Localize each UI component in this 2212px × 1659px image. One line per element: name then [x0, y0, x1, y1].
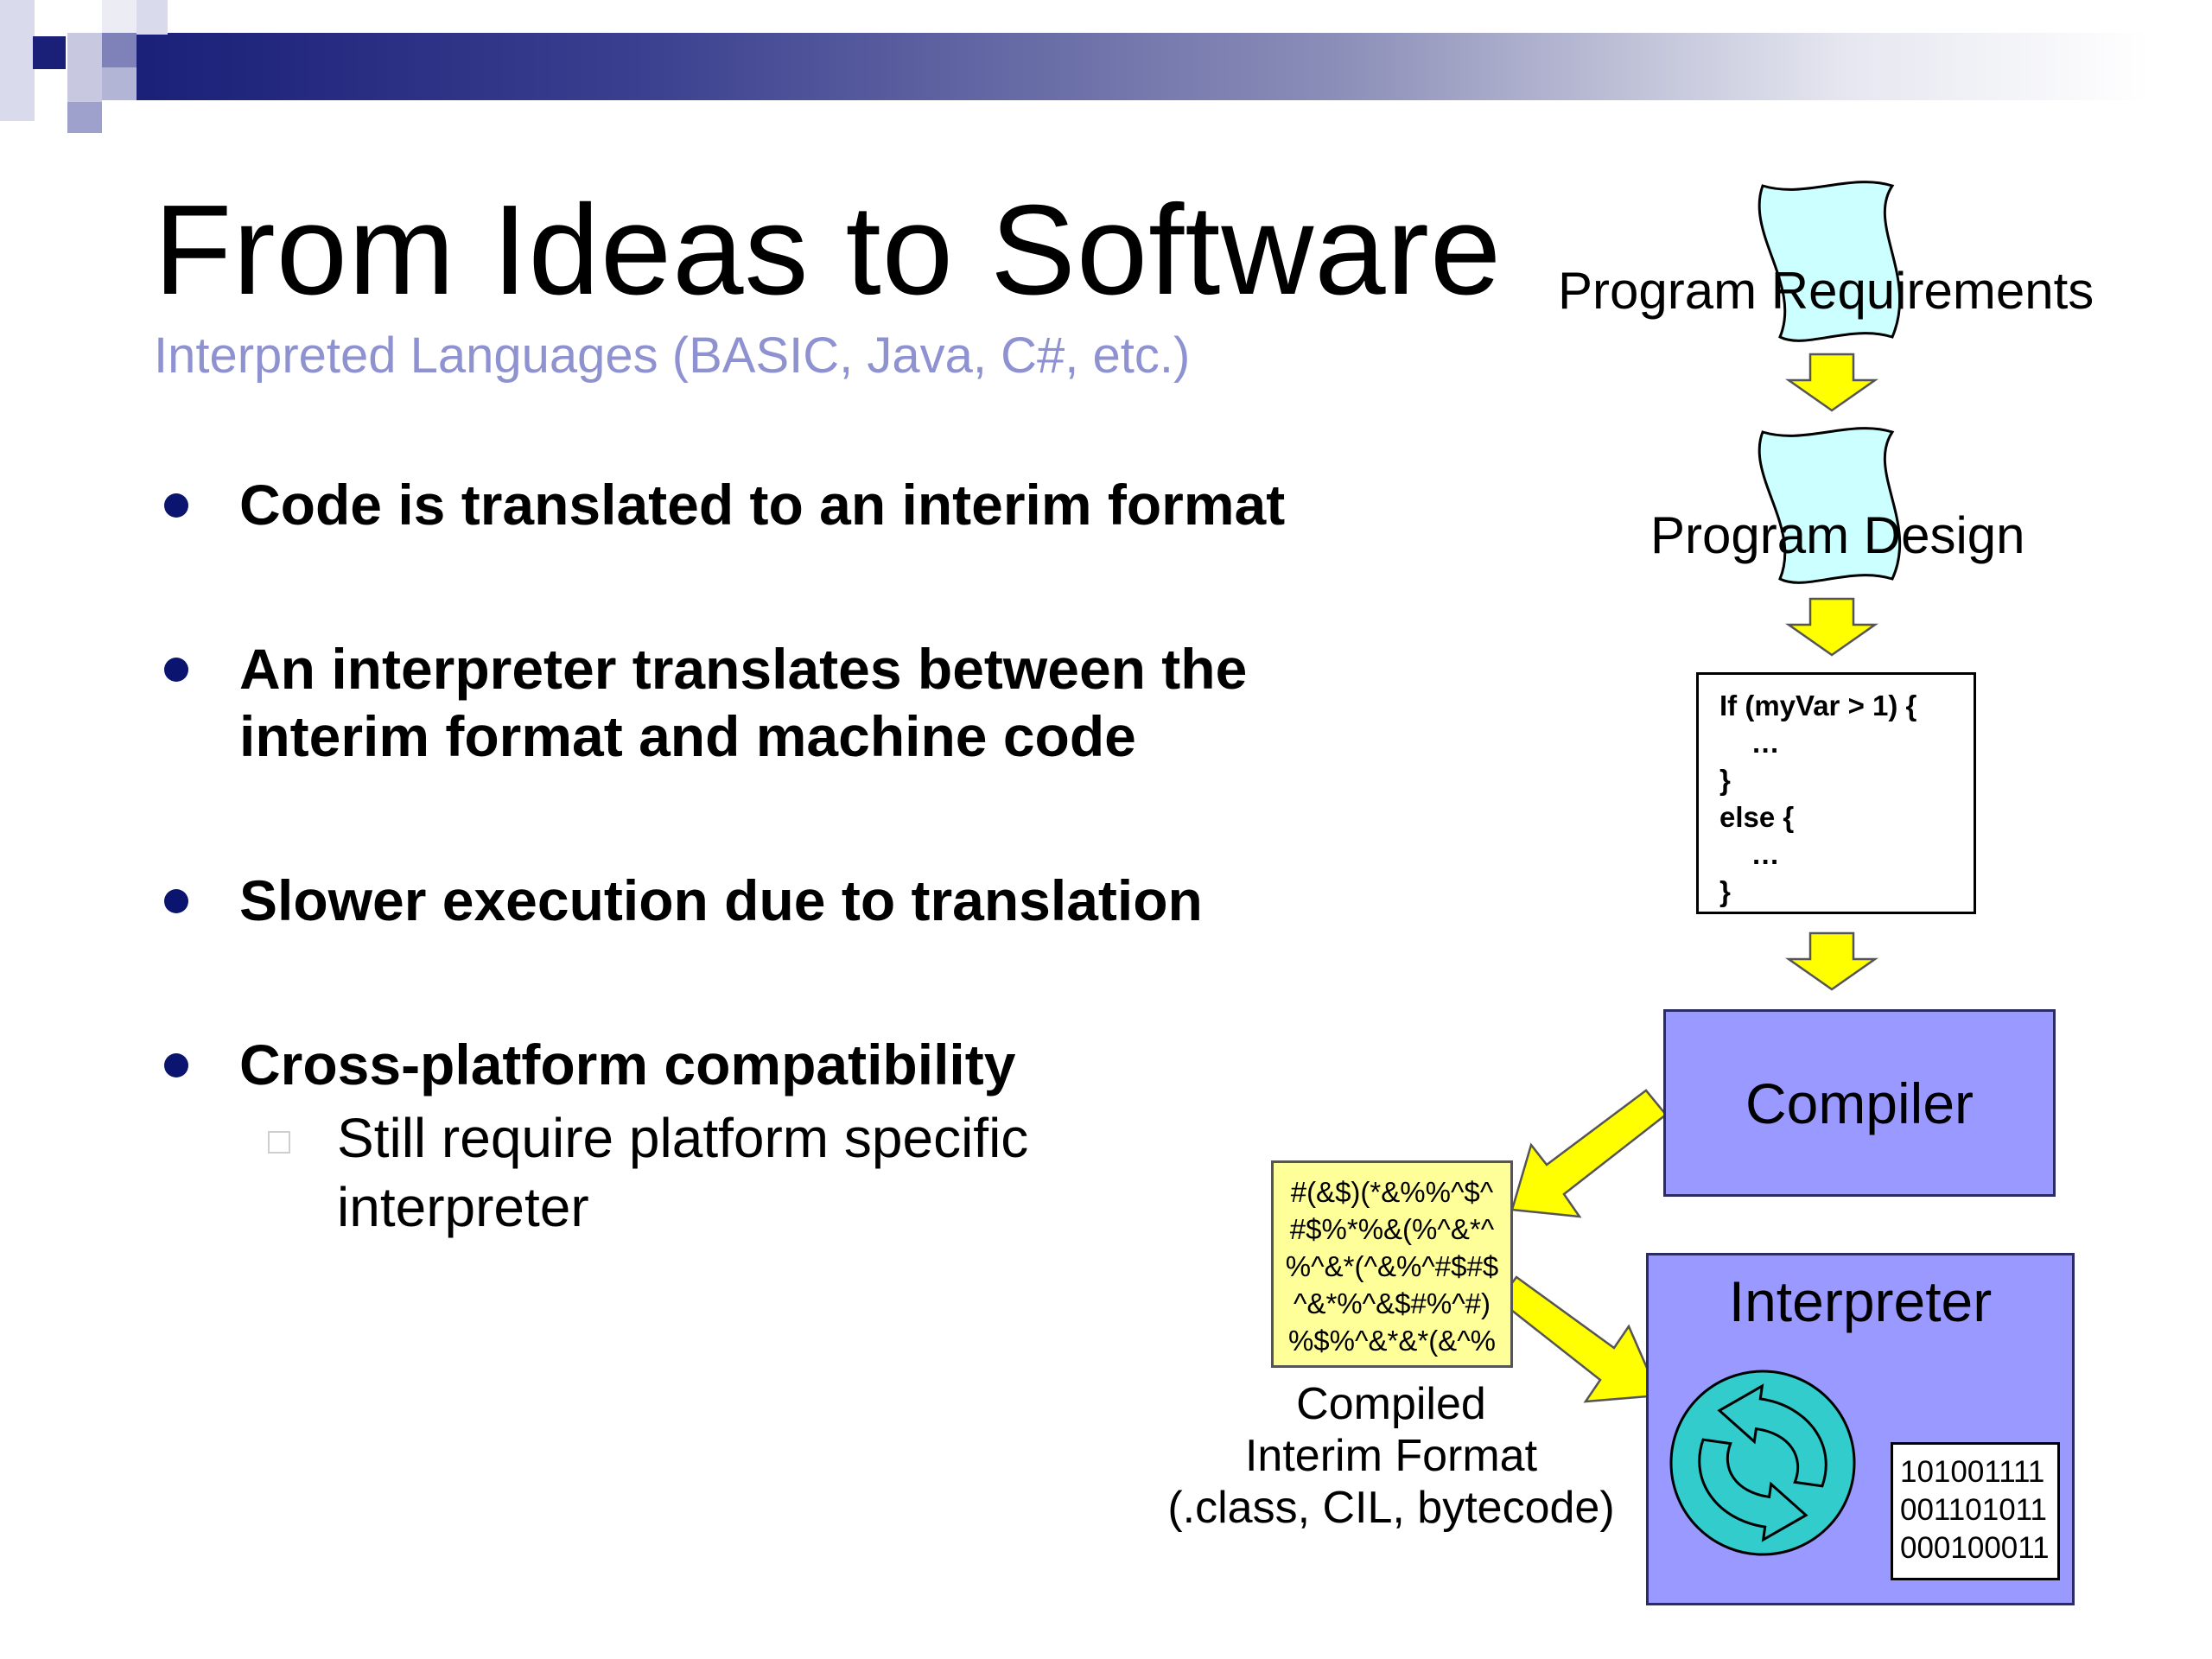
cycle-icon — [1669, 1370, 1856, 1556]
interim-line: ^&*%^&$#%^#) — [1293, 1287, 1491, 1319]
interim-line: #(&$)(*&%%^$^ — [1290, 1176, 1494, 1208]
caption-line: (.class, CIL, bytecode) — [1167, 1483, 1615, 1533]
interim-format-box: #(&$)(*&%%^$^ #$%*%&(%^&*^ %^&*(^&%^#$#$… — [1271, 1160, 1513, 1368]
header-square — [0, 0, 35, 121]
binary-line: 001101011 — [1900, 1493, 2047, 1527]
code-line: else { — [1719, 801, 1795, 833]
sub-bullet-item: Still require platform specific interpre… — [156, 1103, 1201, 1242]
compiler-label: Compiler — [1745, 1071, 1974, 1135]
header-square — [102, 0, 137, 33]
machine-code-box: 101001111 001101011 000100011 — [1891, 1442, 2060, 1580]
header-square — [67, 33, 102, 102]
down-arrow-icon — [1785, 597, 1878, 657]
bullet-item: Code is translated to an interim format — [156, 471, 1452, 538]
header-square — [67, 102, 102, 133]
binary-line: 000100011 — [1900, 1531, 2050, 1565]
header-square — [33, 36, 66, 69]
interim-line: #$%*%&(%^&*^ — [1289, 1213, 1495, 1245]
interpreter-label: Interpreter — [1728, 1269, 1993, 1333]
bullet-text: Code is translated to an interim format — [239, 473, 1286, 537]
sub-bullet-box-icon — [268, 1131, 290, 1154]
interim-to-interpreter-arrow-icon — [1497, 1275, 1661, 1403]
compiler-to-interim-arrow-icon — [1510, 1089, 1668, 1218]
code-line: } — [1719, 875, 1731, 907]
design-document-icon — [1758, 427, 1902, 584]
binary-line: 101001111 — [1900, 1455, 2045, 1489]
down-arrow-icon — [1785, 353, 1878, 412]
bullet-item: Slower execution due to translation — [156, 867, 1452, 934]
source-code-box: If (myVar > 1) { … } else { … } — [1696, 672, 1976, 914]
header-square — [137, 0, 168, 35]
code-line: } — [1719, 764, 1731, 796]
bullet-text: Slower execution due to translation — [239, 868, 1203, 932]
sub-bullet-text: Still require platform specific interpre… — [337, 1107, 1029, 1238]
slide-title: From Ideas to Software — [154, 179, 1503, 321]
caption-line: Compiled — [1296, 1379, 1486, 1429]
interim-line: %^&*(^&%^#$#$ — [1285, 1250, 1499, 1282]
interpreter-box: Interpreter 101001111 001101011 00010001… — [1646, 1253, 2075, 1605]
requirements-document-icon — [1758, 181, 1902, 342]
caption-line: Interim Format — [1244, 1431, 1538, 1481]
design-label: Program Design — [1650, 506, 2025, 564]
slide-subtitle: Interpreted Languages (BASIC, Java, C#, … — [154, 327, 1191, 384]
bullet-dot-icon — [164, 658, 188, 682]
interim-caption: Compiled Interim Format (.class, CIL, by… — [1149, 1378, 1633, 1534]
header-square — [102, 33, 137, 67]
compiler-box: Compiler — [1663, 1009, 2056, 1197]
bullet-item: An interpreter translates between the in… — [156, 635, 1449, 770]
down-arrow-icon — [1785, 931, 1878, 991]
requirements-label: Program Requirements — [1558, 262, 2094, 320]
code-line: If (myVar > 1) { — [1719, 690, 1917, 721]
interim-line: %$%^&*&*(&^% — [1287, 1325, 1497, 1357]
bullet-dot-icon — [164, 493, 188, 518]
header-bar — [130, 33, 2152, 100]
bullet-text: An interpreter translates between the in… — [239, 637, 1248, 768]
bullet-item: Cross-platform compatibility — [156, 1031, 1452, 1098]
bullet-list: Code is translated to an interim format … — [156, 471, 1452, 1242]
code-line: … — [1719, 727, 1780, 759]
bullet-text: Cross-platform compatibility — [239, 1033, 1016, 1096]
bullet-dot-icon — [164, 1053, 188, 1077]
header-square — [102, 67, 137, 100]
bullet-dot-icon — [164, 889, 188, 913]
code-line: … — [1719, 838, 1780, 870]
